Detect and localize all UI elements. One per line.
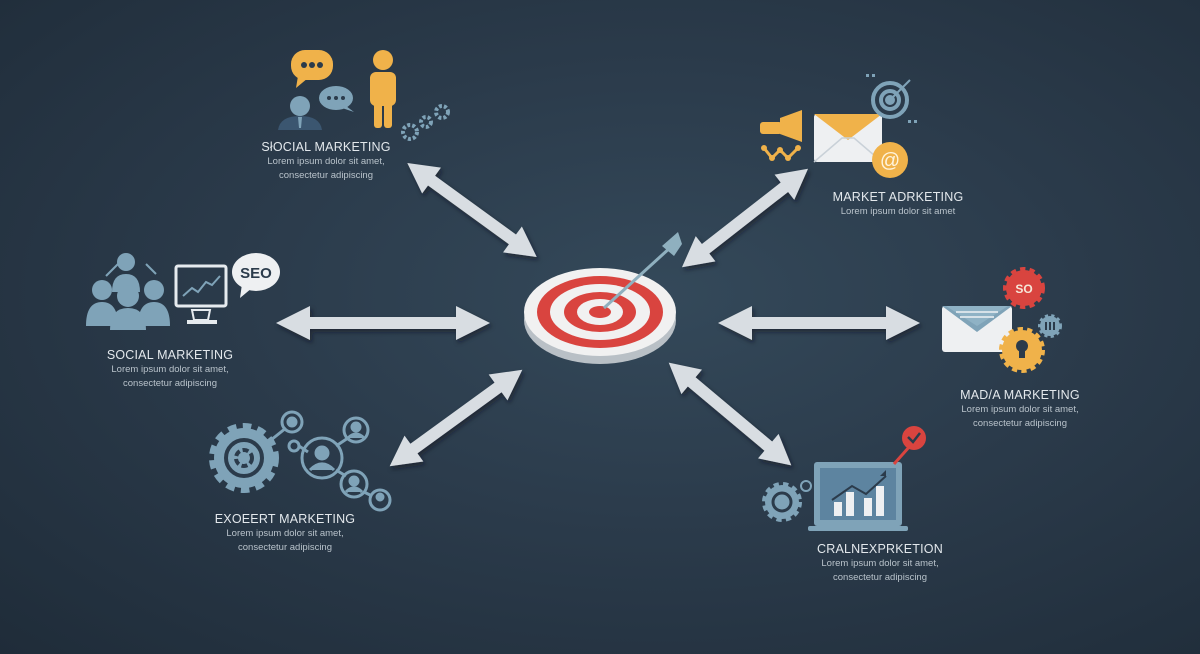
people-group-icon bbox=[86, 253, 170, 330]
node-description-line1: Lorem ipsum dolor sit amet bbox=[840, 206, 956, 217]
node-title: MAD/A MARKETING bbox=[960, 388, 1080, 402]
node-top-right-icons: @ bbox=[758, 74, 928, 184]
node-right-icons: SO bbox=[940, 266, 1070, 376]
lock-gear-icon bbox=[999, 327, 1045, 373]
gear-label: SO bbox=[1015, 282, 1032, 296]
double-arrow-left bbox=[276, 306, 490, 340]
node-bottom-right-label: CRALNEXPRKETION Lorem ipsum dolor sit am… bbox=[800, 542, 960, 584]
node-description-line2: consectetur adipiscing bbox=[279, 170, 373, 181]
node-description-line1: Lorem ipsum dolor sit amet, bbox=[821, 558, 939, 569]
node-top-left-icons bbox=[276, 48, 456, 148]
node-description-line1: Lorem ipsum dolor sit amet, bbox=[961, 404, 1079, 415]
code-gear-icon bbox=[1038, 314, 1062, 338]
double-arrow-top-right bbox=[681, 168, 809, 268]
node-title: EXOEERT MARKETING bbox=[214, 512, 356, 526]
double-arrow-bottom-right bbox=[668, 362, 792, 466]
person-icon bbox=[370, 50, 396, 128]
node-description-line1: Lorem ipsum dolor sit amet, bbox=[226, 528, 344, 539]
node-title: MARKET ADRKETING bbox=[832, 190, 964, 204]
node-bottom-right-icons bbox=[756, 424, 936, 534]
node-right-label: MAD/A MARKETING Lorem ipsum dolor sit am… bbox=[950, 388, 1090, 430]
node-bottom-left-icons bbox=[206, 408, 396, 512]
envelope-icon bbox=[942, 306, 1012, 352]
target-icon bbox=[866, 74, 917, 123]
gears-icon bbox=[401, 104, 450, 141]
check-badge-icon bbox=[892, 426, 926, 465]
node-description-line1: Lorem ipsum dolor sit amet, bbox=[111, 364, 229, 375]
chat-bubble-small-icon bbox=[319, 86, 354, 112]
node-title: CRALNEXPRKETION bbox=[817, 542, 943, 556]
double-arrow-top-left bbox=[407, 162, 537, 258]
user-network-icon bbox=[265, 410, 392, 512]
user-avatar-icon bbox=[278, 96, 322, 130]
seo-bubble-icon: SEO bbox=[232, 253, 280, 298]
node-left-label: SOCIAL MARKETING Lorem ipsum dolor sit a… bbox=[100, 348, 240, 390]
node-title: SłOCIAL MARKETING bbox=[261, 140, 391, 154]
seo-label: SEO bbox=[240, 265, 272, 282]
monitor-chart-icon bbox=[174, 264, 228, 324]
megaphone-icon bbox=[760, 110, 802, 161]
gear-icon bbox=[762, 480, 812, 522]
node-description-line2: consectetur adipiscing bbox=[973, 418, 1067, 429]
node-bottom-left-label: EXOEERT MARKETING Lorem ipsum dolor sit … bbox=[210, 512, 360, 554]
dart-arrow-icon bbox=[602, 232, 682, 310]
double-arrow-bottom-left bbox=[389, 369, 523, 467]
node-description-line2: consectetur adipiscing bbox=[238, 542, 332, 553]
at-sign-icon: @ bbox=[872, 142, 908, 178]
gear-icon bbox=[209, 423, 279, 493]
node-description-line2: consectetur adipiscing bbox=[123, 378, 217, 389]
node-title: SOCIAL MARKETING bbox=[106, 348, 234, 362]
node-top-right-label: MARKET ADRKETING Lorem ipsum dolor sit a… bbox=[828, 190, 968, 218]
node-description-line2: consectetur adipiscing bbox=[833, 572, 927, 583]
double-arrow-right bbox=[718, 306, 920, 340]
laptop-chart-icon bbox=[808, 462, 908, 531]
bullseye-target-icon bbox=[524, 232, 682, 364]
chat-bubble-icon bbox=[291, 50, 333, 88]
node-top-left-label: SłOCIAL MARKETING Lorem ipsum dolor sit … bbox=[256, 140, 396, 182]
svg-text:@: @ bbox=[880, 150, 900, 172]
node-description-line1: Lorem ipsum dolor sit amet, bbox=[267, 156, 385, 167]
node-left-icons: SEO bbox=[84, 252, 284, 332]
envelope-icon bbox=[813, 114, 883, 163]
seo-gear-icon: SO bbox=[1003, 267, 1045, 309]
